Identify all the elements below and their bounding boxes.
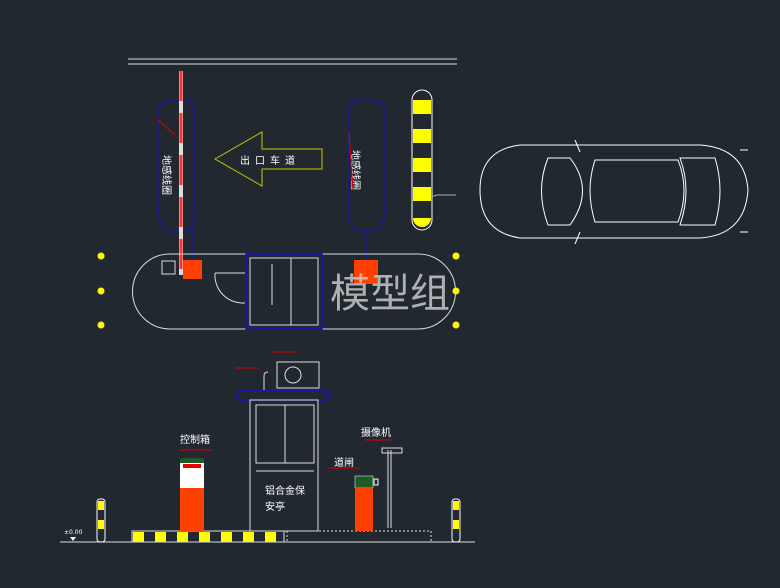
exit-lane-arrow: 出口车道 <box>213 131 323 187</box>
barrier-gate-plan <box>354 260 378 284</box>
bollard-right <box>451 498 461 543</box>
control-box: 控制箱 <box>180 433 212 531</box>
watermark: 模型组 <box>330 271 450 317</box>
car-top-view <box>479 139 749 245</box>
road-edge-lines <box>128 58 457 65</box>
control-box-plan <box>183 260 202 279</box>
svg-text:±0.00: ±0.00 <box>64 529 83 536</box>
control-box-label: 控制箱 <box>180 433 210 446</box>
loop-label-left: 地感线圈 <box>160 155 173 195</box>
bollard-dots <box>97 252 460 329</box>
loop-coil-left: 地感线圈 <box>157 99 195 231</box>
safety-island-plan <box>132 253 456 330</box>
security-booth: 铝合金保 安亭 <box>235 351 330 532</box>
barrier-label: 道闸 <box>334 456 354 469</box>
elevation-mark: ±0.00 <box>64 529 83 541</box>
camera-pole: 摄像机 <box>361 426 403 528</box>
striped-barrier-plan <box>411 89 456 231</box>
booth-label-line2: 安亭 <box>265 500 285 513</box>
lane-label: 出口车道 <box>240 154 300 167</box>
booth-label-line1: 铝合金保 <box>265 484 305 497</box>
loop-coil-right: 地感线圈 <box>347 99 385 260</box>
barrier-gate: 道闸 <box>328 456 379 531</box>
curb-stripes <box>131 530 432 543</box>
bollard-left <box>96 498 106 543</box>
camera-label: 摄像机 <box>361 426 391 439</box>
